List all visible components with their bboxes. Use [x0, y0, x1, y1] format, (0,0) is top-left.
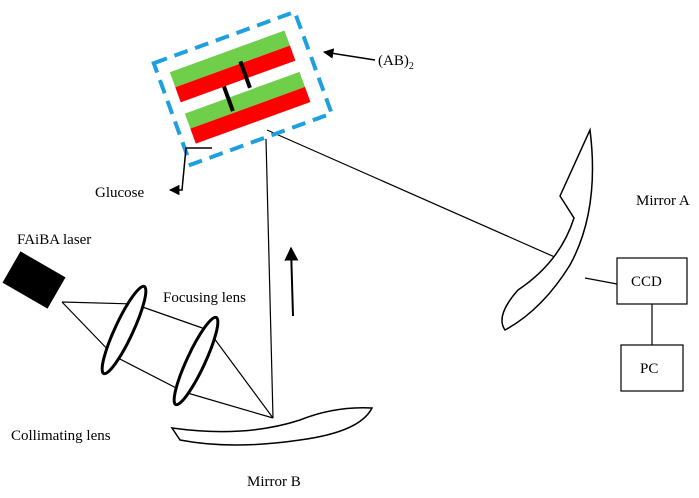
collimating-lens — [100, 284, 148, 376]
ab2-label: (AB)2 — [378, 53, 414, 72]
layer-red-1 — [175, 45, 296, 103]
beam-direction-arrow — [284, 246, 299, 317]
mirror-a-label: Mirror A — [636, 193, 690, 209]
glucose-link-2 — [222, 85, 235, 112]
dashed-frame — [151, 9, 335, 168]
glucose-label: Glucose — [95, 185, 144, 201]
glucose-pointer-arrow — [168, 147, 212, 196]
layer-green-2 — [184, 71, 305, 129]
laser-beam — [61, 129, 567, 419]
ccd-label: CCD — [631, 274, 662, 290]
layer-green-1 — [169, 30, 290, 88]
laser-source — [2, 251, 66, 309]
collimating-lens-label: Collimating lens — [11, 428, 111, 444]
layer-red-2 — [190, 86, 311, 144]
mirror-b — [170, 407, 374, 446]
ab2-pointer-arrow — [322, 48, 376, 61]
glucose-link-1 — [238, 60, 252, 89]
sample-stack — [151, 9, 335, 168]
pc-label: PC — [640, 361, 658, 377]
pc-box — [620, 344, 684, 392]
mirror-b-label: Mirror B — [247, 474, 301, 490]
mirror-a — [501, 127, 594, 331]
focusing-lens-label: Focusing lens — [163, 290, 246, 306]
laser-label: FAiBA laser — [17, 232, 91, 248]
mirror-to-ccd-line — [584, 277, 618, 285]
focusing-lens — [172, 315, 220, 407]
